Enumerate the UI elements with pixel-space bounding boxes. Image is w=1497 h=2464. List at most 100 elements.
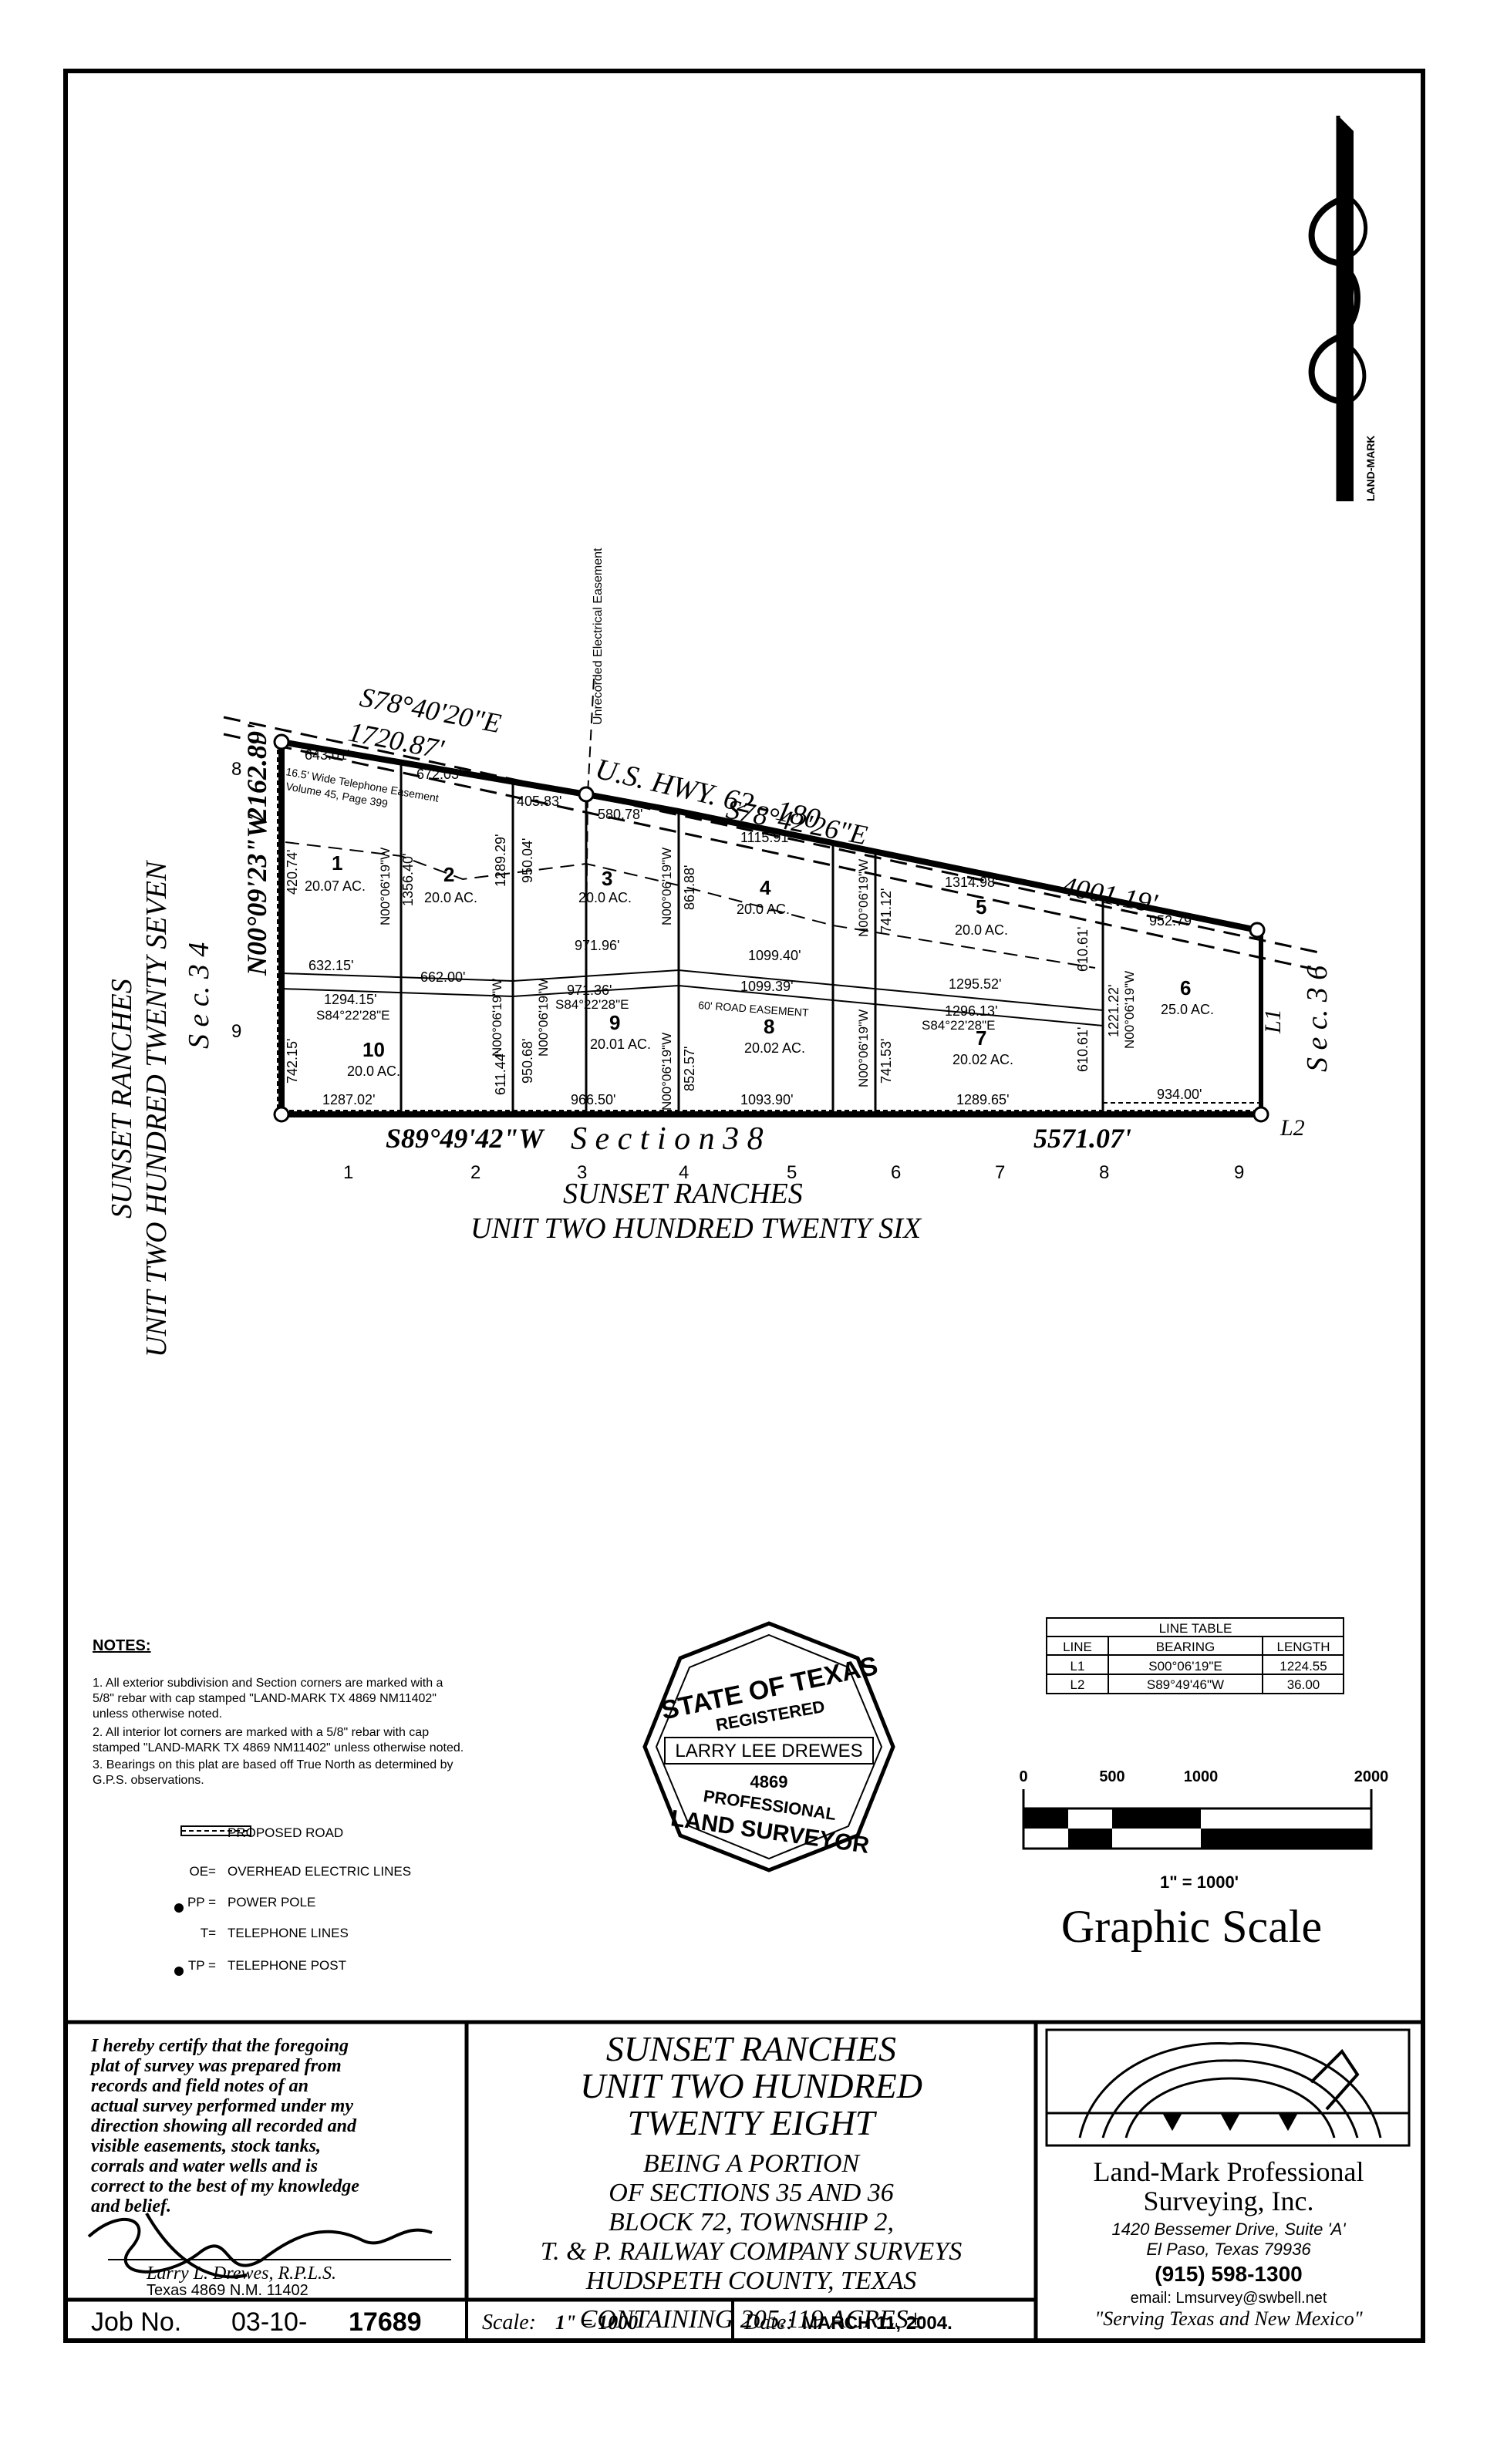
- lot-bearing: N00°06'19"W: [536, 979, 551, 1057]
- seal-name: LARRY LEE DREWES: [675, 1741, 862, 1761]
- dim: 742.15': [285, 1039, 300, 1084]
- dim: 1294.15': [324, 992, 377, 1007]
- dim: 611.44': [493, 1051, 508, 1095]
- cert-line: I hereby certify that the foregoing: [90, 2036, 349, 2056]
- adjacent-lot-left: 9: [231, 1021, 241, 1042]
- legend-label: TELEPHONE LINES: [228, 1926, 349, 1940]
- lot-number: 5: [976, 895, 986, 919]
- telephone-post-icon: [174, 1967, 184, 1976]
- line-table-cell: 36.00: [1287, 1677, 1320, 1692]
- dim: 672.03': [416, 767, 462, 782]
- dim: 852.57': [682, 1047, 697, 1092]
- note-line: 2. All interior lot corners are marked w…: [93, 1726, 429, 1739]
- company-slogan: "Serving Texas and New Mexico": [1094, 2307, 1362, 2330]
- cert-line: direction showing all recorded and: [91, 2116, 357, 2136]
- scale-tick: 1000: [1184, 1768, 1219, 1785]
- lot-labels: 1 20.07 AC. 2 20.0 AC. 3 20.0 AC. 4 20.0…: [305, 851, 1214, 1079]
- highway-row-lines: [223, 716, 1320, 972]
- note-line: stamped "LAND-MARK TX 4869 NM11402" unle…: [93, 1741, 464, 1754]
- lot-bearing: S84°22'28"E: [922, 1018, 995, 1033]
- signer-license: Texas 4869 N.M. 11402: [147, 2282, 309, 2299]
- certification-text: I hereby certify that the foregoing plat…: [89, 2036, 359, 2216]
- lot-bearing: N00°06'19"W: [1122, 971, 1137, 1049]
- company-phone: (915) 598-1300: [1155, 2262, 1302, 2286]
- scale-ratio: 1" = 1000': [1160, 1872, 1239, 1892]
- dim: 420.74': [285, 850, 300, 895]
- surveyor-seal: STATE OF TEXAS REGISTERED LARRY LEE DREW…: [642, 1621, 895, 1872]
- line-l1-label: L1: [1260, 1009, 1286, 1034]
- dim: 662.00': [420, 969, 466, 985]
- road-easement-label: 60' ROAD EASEMENT: [698, 999, 810, 1019]
- line-table-title: LINE TABLE: [1159, 1621, 1232, 1636]
- legend-symbol: PP =: [187, 1895, 216, 1910]
- signer-name: Larry L. Drewes, R.P.L.S.: [146, 2263, 336, 2284]
- lot-bearing: N00°06'19"W: [856, 859, 871, 937]
- cert-line: records and field notes of an: [91, 2076, 309, 2096]
- lot-bearing: N00°06'19"W: [659, 1033, 674, 1111]
- line-table: [1046, 1617, 1344, 1694]
- section-36-label: S e c. 3 6: [1301, 966, 1333, 1072]
- company-name-2: Surveying, Inc.: [1144, 2186, 1314, 2216]
- company-address-1: 1420 Bessemer Drive, Suite 'A': [1111, 2220, 1346, 2239]
- legend-label: TELEPHONE POST: [228, 1958, 346, 1973]
- dim: 632.15': [309, 958, 354, 973]
- adjacent-lot-bottom: 4: [679, 1162, 689, 1183]
- company-address-2: El Paso, Texas 79936: [1146, 2240, 1311, 2259]
- line-table-cell: L2: [1070, 1677, 1085, 1692]
- date-value: MARCH 11, 2004.: [802, 2313, 952, 2334]
- note-line: 5/8" rebar with cap stamped "LAND-MARK T…: [93, 1692, 437, 1705]
- dim: 1296.13': [945, 1003, 998, 1019]
- notes-block: NOTES: 1. All exterior subdivision and S…: [93, 1637, 464, 1787]
- company-logo-icon: [1045, 2028, 1411, 2147]
- company-email: email: Lmsurvey@swbell.net: [1131, 2290, 1327, 2307]
- dim: 861.88': [682, 865, 697, 911]
- cert-line: and belief.: [91, 2196, 171, 2216]
- line-table-header: LINE: [1063, 1640, 1092, 1654]
- title-line-2: UNIT TWO HUNDRED: [580, 2066, 922, 2105]
- lot-bearing: S84°22'28"E: [316, 1008, 389, 1023]
- adjacent-lot-left: 8: [231, 759, 241, 780]
- power-pole-icon: [174, 1903, 184, 1913]
- lot-number: 6: [1180, 976, 1191, 999]
- dim: 1221.22': [1106, 984, 1121, 1037]
- subdivision-boundary: [278, 739, 1263, 1117]
- adjacent-lot-bottom: 6: [891, 1162, 901, 1183]
- title-line-9: CONTAINING 205.119 ACRES±: [580, 2305, 923, 2334]
- cert-line: correct to the best of my knowledge: [91, 2176, 359, 2196]
- job-prefix: 03-10-: [231, 2307, 307, 2337]
- scale-title: Graphic Scale: [1061, 1901, 1322, 1952]
- dim: 643.01': [305, 747, 350, 763]
- note-line: unless otherwise noted.: [93, 1707, 222, 1721]
- dim: 971.36': [567, 983, 612, 998]
- dim: 1287.02': [322, 1092, 376, 1107]
- title-line-5: OF SECTIONS 35 AND 36: [609, 2179, 894, 2207]
- dim: 1093.90': [740, 1092, 794, 1107]
- sheet-border: [63, 69, 1425, 2343]
- lot-bearing: N00°06'19"W: [378, 848, 393, 925]
- lot-number: 9: [609, 1011, 620, 1034]
- overhead-electric-line: [585, 678, 595, 942]
- dim: 966.50': [571, 1092, 616, 1107]
- legend: PROPOSED ROAD OE= OVERHEAD ELECTRIC LINE…: [174, 1825, 411, 1976]
- legend-label: PROPOSED ROAD: [228, 1825, 343, 1840]
- lot-bearings: N00°06'19"W N00°06'19"W N00°06'19"W N00°…: [316, 848, 1137, 1111]
- section-34-label: S e c. 3 4: [183, 942, 215, 1049]
- lot-area: 20.02 AC.: [744, 1040, 805, 1056]
- lot-area: 20.0 AC.: [955, 922, 1008, 938]
- lot-area: 20.07 AC.: [305, 878, 366, 894]
- lot-area: 20.0 AC.: [578, 890, 632, 905]
- scale-tick: 500: [1099, 1768, 1124, 1785]
- unrecorded-easement-label: Unrecorded Electrical Easement: [592, 548, 605, 725]
- dim: 950.68': [520, 1039, 535, 1084]
- dim: 934.00': [1157, 1087, 1202, 1102]
- scale-label: Scale:: [482, 2311, 536, 2334]
- adjacent-lot-bottom: 3: [577, 1162, 587, 1183]
- lot-number: 10: [362, 1038, 385, 1061]
- adjacent-lot-bottom: 9: [1234, 1162, 1244, 1183]
- lot-bearing: N00°06'19"W: [490, 979, 504, 1057]
- dim: 580.78': [598, 807, 643, 822]
- north-arrow-label: LAND-MARK: [1364, 435, 1377, 501]
- dim: 741.53': [878, 1039, 894, 1084]
- lot-number: 3: [602, 867, 612, 890]
